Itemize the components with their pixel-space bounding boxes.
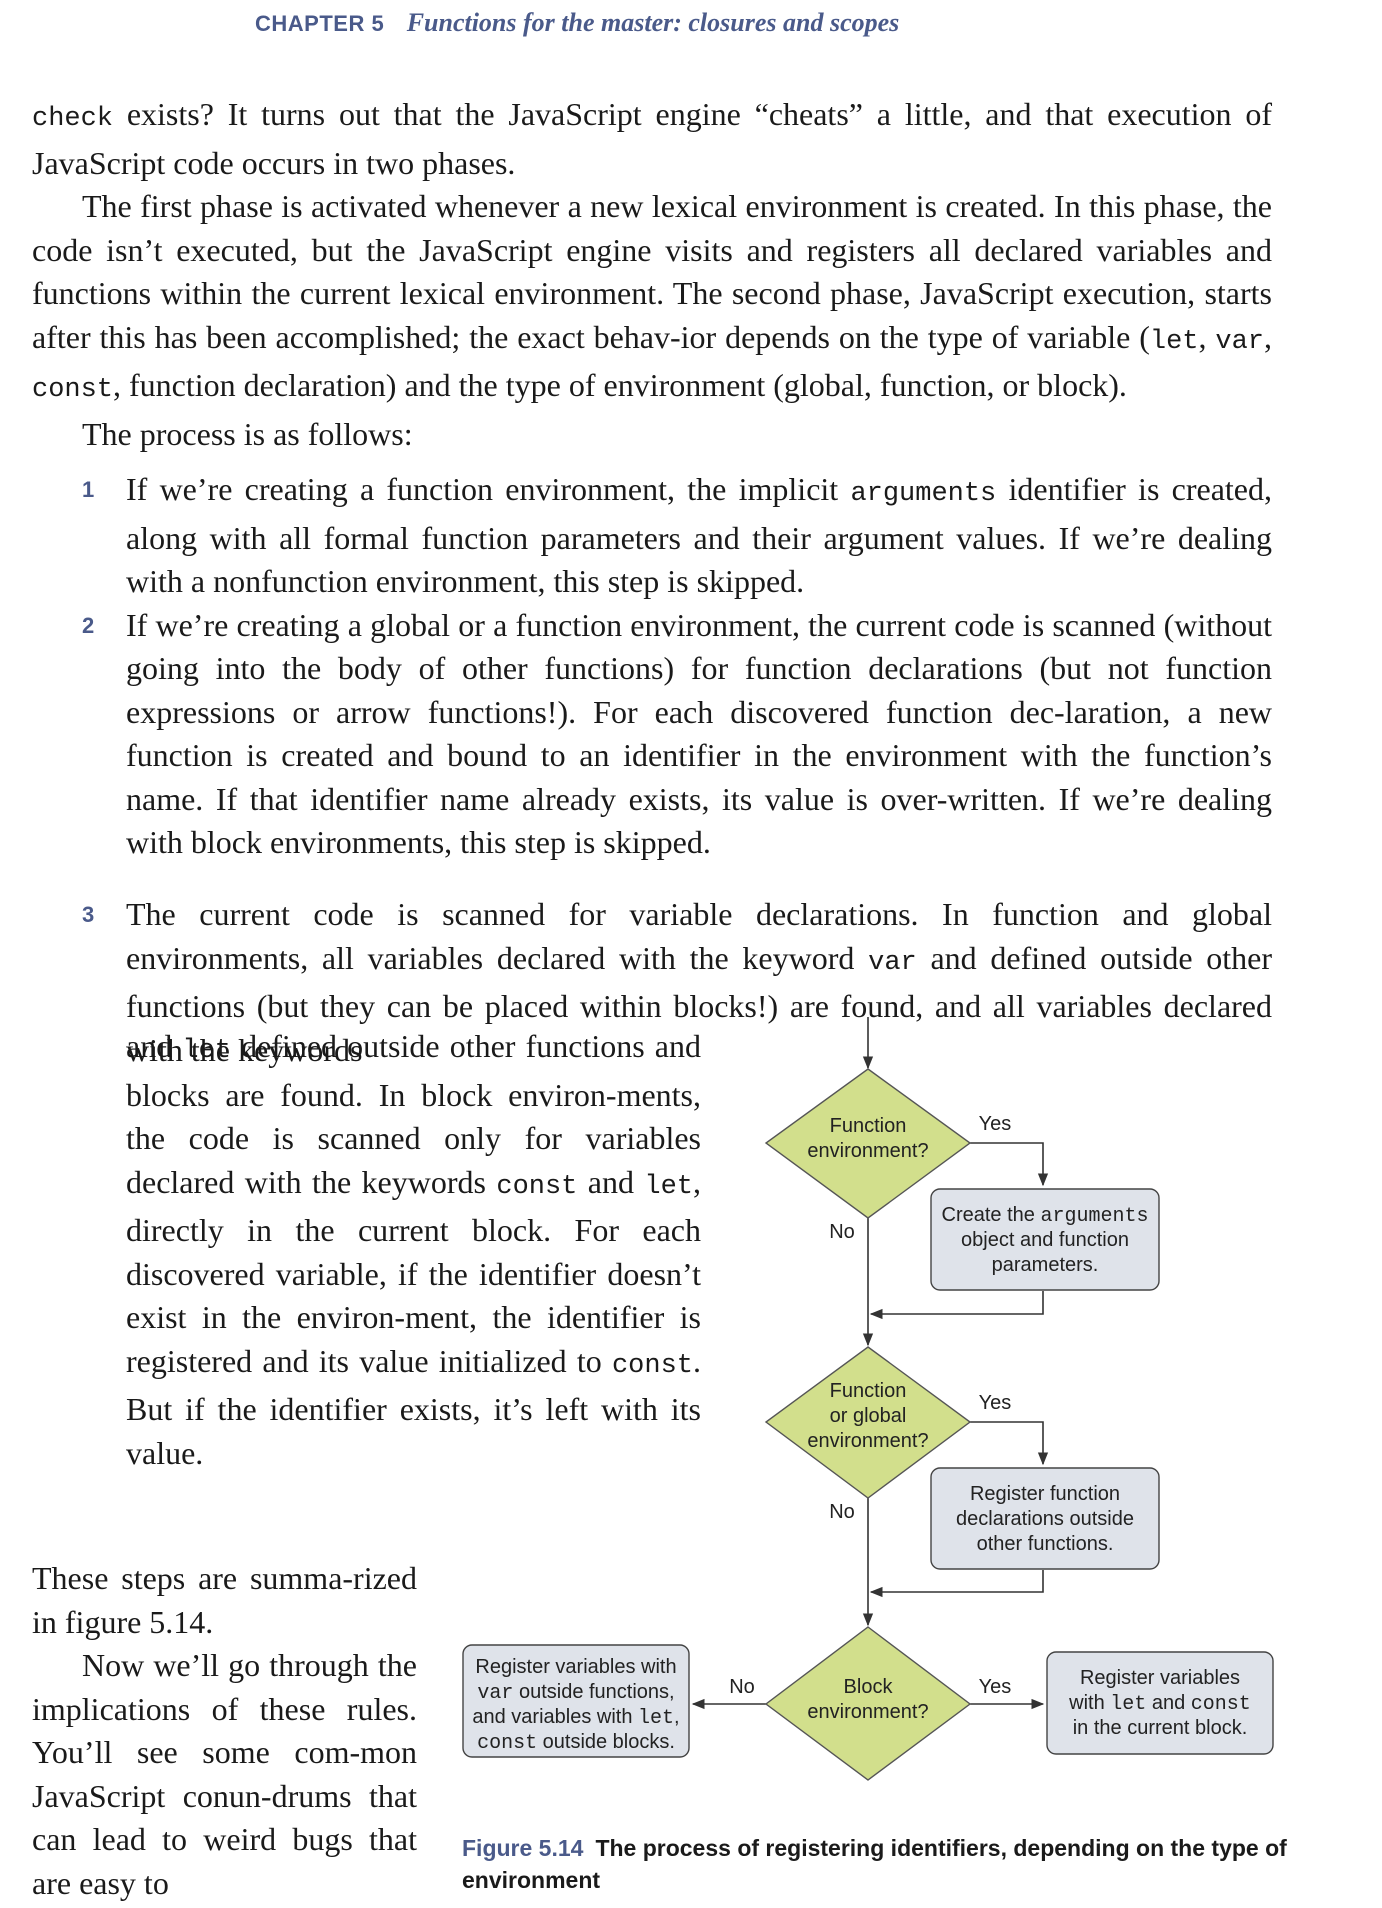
svg-text:var outside functions,: var outside functions,: [477, 1681, 674, 1705]
figure-number: Figure 5.14: [462, 1835, 584, 1861]
process-box-let-const-block: [1046, 1651, 1274, 1755]
decision-function-or-global-environment: [764, 1346, 972, 1499]
svg-text:Block: Block: [844, 1676, 894, 1698]
caption-text: The process of registering identifiers, …: [462, 1835, 1287, 1893]
yes-label-2: Yes: [979, 1392, 1012, 1414]
body-text-top: check exists? It turns out that the Java…: [32, 93, 1272, 865]
running-header: CHAPTER 5 Functions for the master: clos…: [255, 8, 899, 38]
yes-label-3: Yes: [979, 1676, 1012, 1698]
paragraph-3: The process is as follows:: [82, 415, 413, 452]
paragraph-4: These steps are summa-rized in figure 5.…: [32, 1560, 417, 1640]
svg-text:parameters.: parameters.: [992, 1254, 1099, 1276]
process-box-function-declarations: [930, 1467, 1160, 1570]
svg-text:object and function: object and function: [961, 1229, 1129, 1251]
svg-text:and variables with let,: and variables with let,: [472, 1706, 679, 1730]
list-item-3-wrap: and let defined outside other functions …: [126, 1028, 702, 1471]
svg-text:Register variables: Register variables: [1080, 1667, 1240, 1689]
svg-text:or global: or global: [830, 1405, 907, 1427]
svg-text:in the current block.: in the current block.: [1073, 1717, 1248, 1739]
merge-arrow-2: [869, 1570, 1044, 1598]
yes-label-1: Yes: [979, 1113, 1012, 1135]
svg-text:environment?: environment?: [807, 1701, 928, 1723]
body-text-left: These steps are summa-rized in figure 5.…: [32, 1557, 417, 1905]
inline-code: check: [32, 104, 114, 134]
paragraph-5: Now we’ll go through the implications of…: [32, 1647, 417, 1901]
chapter-label: CHAPTER 5: [255, 11, 385, 36]
svg-text:environment?: environment?: [807, 1140, 928, 1162]
process-box-var-let-const-outside: [462, 1644, 690, 1758]
decision-block-environment: [764, 1626, 972, 1781]
merge-arrow-1: [869, 1291, 1044, 1320]
svg-text:Function: Function: [830, 1380, 907, 1402]
svg-text:other functions.: other functions.: [977, 1533, 1114, 1555]
process-box-arguments: [930, 1188, 1160, 1291]
svg-text:Function: Function: [830, 1115, 907, 1137]
yes-arrow-2: [970, 1421, 1049, 1466]
paragraph-1: check exists? It turns out that the Java…: [32, 96, 1272, 181]
svg-text:Create the arguments: Create the arguments: [942, 1204, 1149, 1228]
chapter-title: Functions for the master: closures and s…: [406, 8, 900, 37]
decision-function-environment: [764, 1068, 972, 1219]
no-label-1: No: [829, 1221, 855, 1243]
svg-text:declarations outside: declarations outside: [956, 1508, 1134, 1530]
svg-text:Register function: Register function: [970, 1483, 1120, 1505]
svg-text:Register variables with: Register variables with: [475, 1656, 676, 1678]
paragraph-2: The first phase is activated whenever a …: [32, 188, 1273, 405]
no-label-2: No: [829, 1501, 855, 1523]
yes-arrow-1: [970, 1142, 1049, 1187]
svg-text:environment?: environment?: [807, 1430, 928, 1452]
svg-text:with let and const: with let and const: [1068, 1692, 1251, 1716]
svg-text:const outside blocks.: const outside blocks.: [477, 1731, 675, 1755]
no-label-3: No: [729, 1676, 755, 1698]
